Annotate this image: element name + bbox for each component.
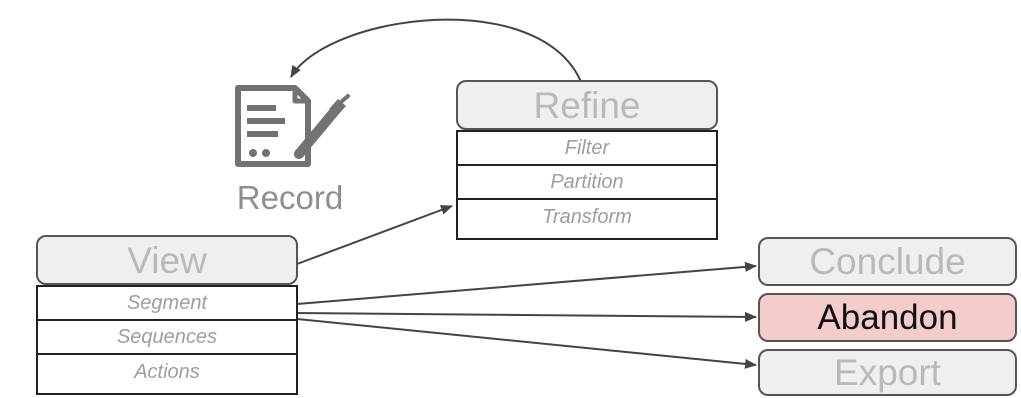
view-option-sequences: Sequences	[38, 321, 296, 355]
view-option-segment: Segment	[38, 287, 296, 321]
refine-box: Refine	[456, 80, 718, 130]
edge-view-to-refine	[296, 205, 453, 265]
conclude-box: Conclude	[758, 237, 1017, 286]
export-box: Export	[758, 349, 1017, 396]
view-box: View	[36, 235, 298, 285]
edge-segment-to-abandon	[296, 311, 757, 322]
refine-options: Filter Partition Transform	[456, 130, 718, 240]
view-option-actions: Actions	[134, 360, 200, 383]
refine-option-partition: Partition	[458, 166, 716, 200]
abandon-box: Abandon	[758, 293, 1017, 342]
view-options: Segment Sequences Actions	[36, 285, 298, 395]
export-label: Export	[834, 352, 941, 393]
refine-option-filter: Filter	[458, 132, 716, 166]
record-label: Record	[236, 179, 344, 216]
refine-title: Refine	[533, 84, 641, 126]
edge-refine-to-record	[290, 18, 588, 105]
conclude-label: Conclude	[809, 241, 966, 282]
edge-segment-to-export	[296, 318, 757, 369]
abandon-label: Abandon	[817, 298, 958, 337]
view-title: View	[127, 239, 207, 281]
refine-option-transform: Transform	[542, 205, 632, 228]
edge-segment-to-conclude	[296, 261, 757, 305]
form-signature-icon	[235, 85, 350, 167]
